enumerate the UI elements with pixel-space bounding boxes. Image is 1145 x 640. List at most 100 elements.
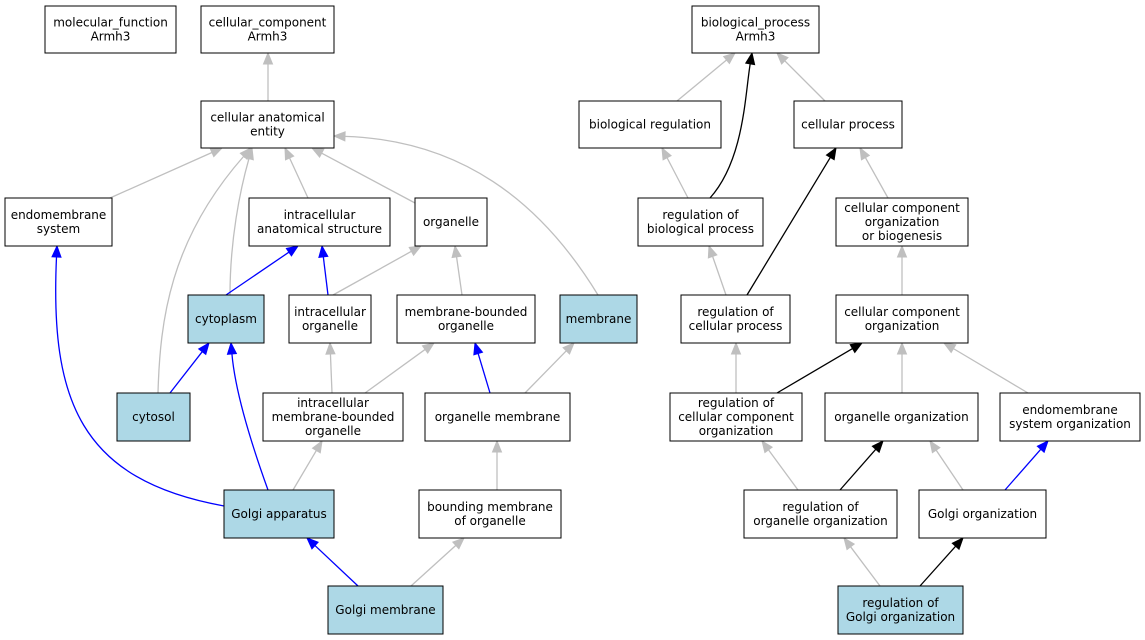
- node-label: organization: [865, 215, 940, 229]
- edge-regbp-to-bp: [709, 51, 756, 199]
- edge-arrowhead: [744, 51, 756, 66]
- node-cytoplasm[interactable]: cytoplasm: [187, 294, 265, 344]
- edge-line: [776, 348, 853, 394]
- node-label: organelle: [305, 424, 361, 438]
- node-box: [187, 294, 265, 344]
- edge-arrowhead: [896, 244, 908, 258]
- edge-line: [329, 353, 333, 394]
- node-box: [414, 197, 488, 247]
- edge-breg-to-bp: [676, 52, 737, 102]
- edge-regbp-to-breg: [661, 146, 689, 199]
- edge-line: [322, 256, 329, 296]
- node-box: [396, 294, 536, 344]
- node-breg[interactable]: biological regulation: [578, 100, 722, 149]
- edge-arrowhead: [239, 147, 252, 161]
- node-label: cellular component: [678, 410, 794, 424]
- edge-endo-to-cae: [109, 147, 224, 199]
- node-label: cellular anatomical: [210, 111, 324, 125]
- node-box: [559, 294, 638, 344]
- edge-line: [767, 449, 799, 491]
- edge-golgimem-to-bmo: [410, 537, 465, 587]
- edge-arrowhead: [722, 52, 737, 65]
- node-organelle[interactable]: organelle: [414, 197, 488, 247]
- node-orgorg[interactable]: organelle organization: [824, 392, 979, 442]
- node-cproc[interactable]: cellular process: [793, 100, 903, 149]
- node-box: [691, 5, 820, 54]
- node-box: [637, 197, 764, 247]
- edge-golgi-to-imbo: [292, 439, 323, 491]
- node-box: [288, 294, 372, 344]
- edge-cae-to-cc: [262, 51, 274, 101]
- node-membrane[interactable]: membrane: [559, 294, 638, 344]
- node-label: organelle organization: [834, 410, 969, 424]
- node-label: Golgi organization: [846, 610, 955, 624]
- node-golgimem[interactable]: Golgi membrane: [327, 585, 444, 635]
- node-cytosol[interactable]: cytosol: [116, 392, 191, 442]
- edge-arrowhead: [707, 244, 718, 259]
- node-box: [200, 5, 335, 54]
- node-label: Armh3: [248, 30, 288, 44]
- edge-golgiorg-to-endoorg: [1004, 440, 1049, 491]
- edge-cproc-to-bp: [776, 52, 826, 102]
- edge-line: [477, 353, 491, 394]
- node-label: organelle organization: [753, 514, 888, 528]
- node-label: biological process: [647, 222, 754, 236]
- edge-mbo-to-organelle: [451, 244, 463, 296]
- node-label: organelle membrane: [435, 410, 561, 424]
- node-label: organelle: [302, 319, 358, 333]
- edge-arrowhead: [226, 341, 238, 355]
- node-label: of organelle: [454, 514, 525, 528]
- edge-golgimem-to-golgi: [306, 537, 359, 587]
- edge-line: [364, 348, 426, 394]
- edge-arrowhead: [896, 341, 908, 355]
- edge-orgmem-to-membrane: [524, 342, 575, 394]
- edge-arrowhead: [871, 440, 884, 454]
- edge-arrowhead: [491, 439, 503, 453]
- node-box: [743, 489, 898, 539]
- node-golgi[interactable]: Golgi apparatus: [223, 489, 335, 539]
- edge-line: [953, 348, 1029, 394]
- node-box: [835, 197, 969, 247]
- node-label: cytoplasm: [195, 312, 257, 326]
- edge-regcp-to-cproc: [746, 146, 837, 296]
- edge-arrowhead: [562, 342, 575, 355]
- node-label: intracellular: [284, 208, 356, 222]
- edge-arrowhead: [284, 146, 295, 161]
- edge-arrowhead: [929, 439, 941, 454]
- edge-regoo-to-orgorg: [839, 440, 884, 491]
- edge-line: [55, 256, 225, 507]
- edge-line: [864, 157, 889, 199]
- edge-line: [455, 256, 463, 296]
- node-label: endomembrane: [11, 208, 107, 222]
- node-label: intracellular: [294, 305, 366, 319]
- node-golgiorg[interactable]: Golgi organization: [918, 489, 1047, 539]
- node-box: [223, 489, 335, 539]
- node-orgmem[interactable]: organelle membrane: [424, 392, 571, 442]
- node-label: Golgi membrane: [335, 603, 435, 617]
- edge-arrowhead: [285, 245, 300, 257]
- edge-line: [1004, 448, 1042, 491]
- edge-arrowhead: [1036, 440, 1049, 454]
- node-box: [44, 5, 177, 54]
- edge-line: [850, 546, 881, 587]
